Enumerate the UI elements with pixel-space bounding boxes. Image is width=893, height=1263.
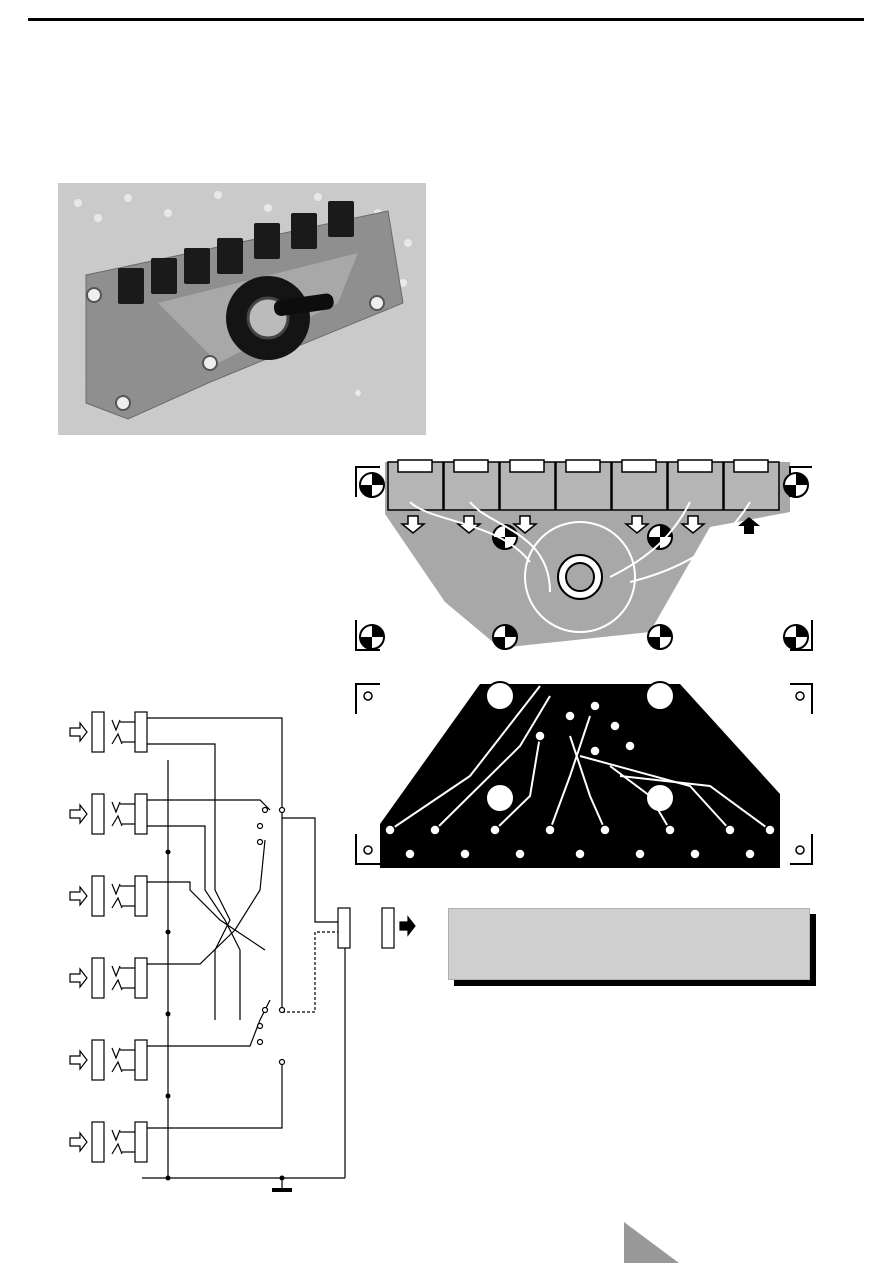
page-corner-marker bbox=[624, 1222, 679, 1263]
pcb-component-layout bbox=[355, 459, 813, 651]
board-photo bbox=[58, 183, 426, 435]
pcb-copper-layout bbox=[355, 681, 813, 868]
caption-box bbox=[448, 908, 810, 980]
top-rule bbox=[28, 18, 864, 21]
circuit-schematic bbox=[69, 711, 416, 1192]
